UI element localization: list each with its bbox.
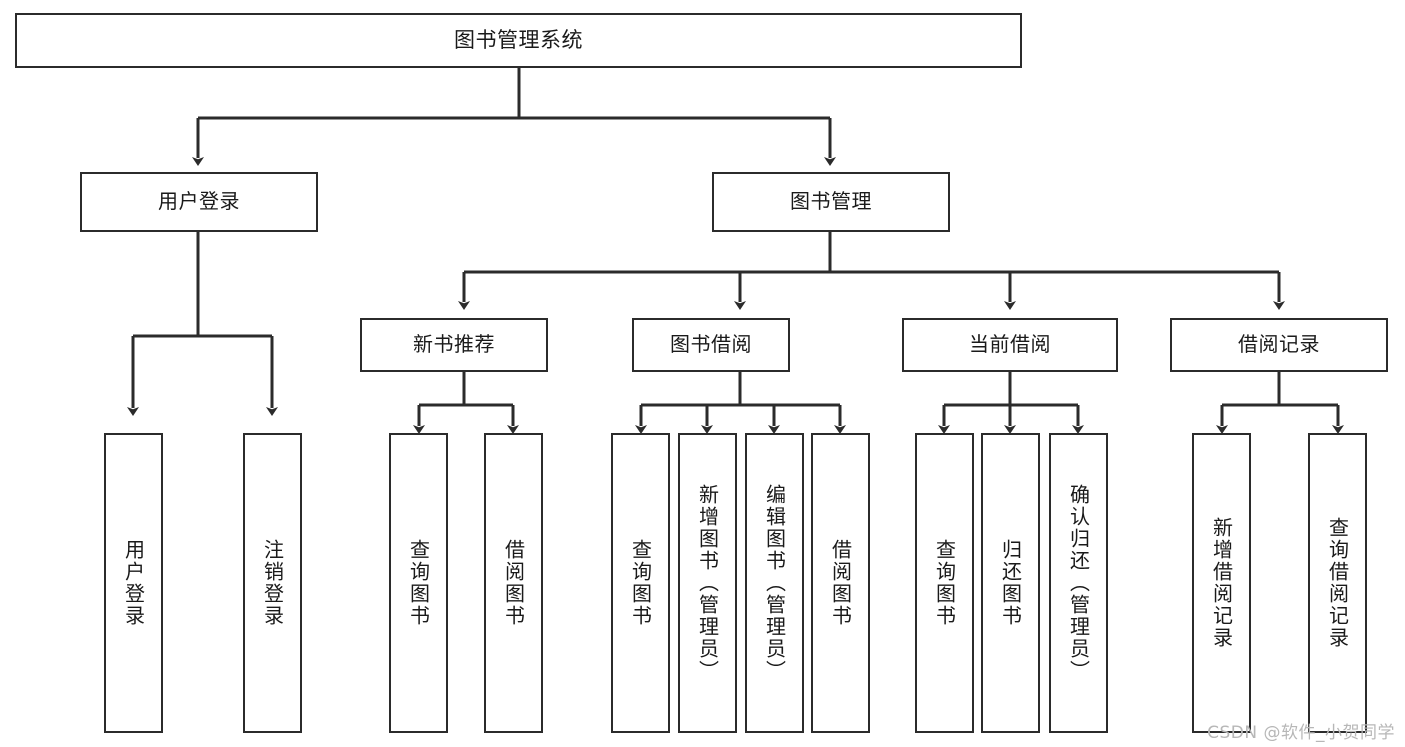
node-label: 查询借阅记录 — [1325, 517, 1350, 649]
node-label: 借阅记录 — [1238, 332, 1320, 357]
node-label: 图书管理系统 — [454, 28, 583, 53]
leaf-query-book-recommend[interactable]: 查询图书 — [389, 433, 448, 733]
node-label: 用户登录 — [158, 189, 240, 214]
watermark-text: CSDN @软件_小贺同学 — [1207, 723, 1395, 743]
leaf-logout[interactable]: 注销登录 — [243, 433, 302, 733]
leaf-query-book-borrow[interactable]: 查询图书 — [611, 433, 670, 733]
node-book-management[interactable]: 图书管理 — [712, 172, 950, 232]
node-label: 确认归还（管理员） — [1066, 484, 1091, 682]
node-label: 图书管理 — [790, 189, 872, 214]
node-label: 借阅图书 — [828, 539, 853, 627]
node-label: 归还图书 — [998, 539, 1023, 627]
leaf-confirm-return-admin[interactable]: 确认归还（管理员） — [1049, 433, 1108, 733]
node-label: 查询图书 — [628, 539, 653, 627]
leaf-borrow-book[interactable]: 借阅图书 — [811, 433, 870, 733]
node-label: 新增图书（管理员） — [695, 484, 720, 682]
node-new-book-recommend[interactable]: 新书推荐 — [360, 318, 548, 372]
node-root-book-management-system[interactable]: 图书管理系统 — [15, 13, 1022, 68]
node-label: 查询图书 — [406, 539, 431, 627]
node-label: 新增借阅记录 — [1209, 517, 1234, 649]
node-label: 编辑图书（管理员） — [762, 484, 787, 682]
node-label: 用户登录 — [121, 539, 146, 627]
leaf-return-book[interactable]: 归还图书 — [981, 433, 1040, 733]
leaf-borrow-book-recommend[interactable]: 借阅图书 — [484, 433, 543, 733]
leaf-query-borrow-record[interactable]: 查询借阅记录 — [1308, 433, 1367, 733]
leaf-add-borrow-record[interactable]: 新增借阅记录 — [1192, 433, 1251, 733]
node-user-login[interactable]: 用户登录 — [80, 172, 318, 232]
node-label: 查询图书 — [932, 539, 957, 627]
leaf-edit-book-admin[interactable]: 编辑图书（管理员） — [745, 433, 804, 733]
leaf-query-book-current[interactable]: 查询图书 — [915, 433, 974, 733]
node-current-borrow[interactable]: 当前借阅 — [902, 318, 1118, 372]
node-book-borrow[interactable]: 图书借阅 — [632, 318, 790, 372]
node-label: 当前借阅 — [969, 332, 1051, 357]
leaf-user-login[interactable]: 用户登录 — [104, 433, 163, 733]
node-label: 注销登录 — [260, 539, 285, 627]
node-label: 借阅图书 — [501, 539, 526, 627]
node-label: 图书借阅 — [670, 332, 752, 357]
leaf-add-book-admin[interactable]: 新增图书（管理员） — [678, 433, 737, 733]
node-borrow-record[interactable]: 借阅记录 — [1170, 318, 1388, 372]
node-label: 新书推荐 — [413, 332, 495, 357]
